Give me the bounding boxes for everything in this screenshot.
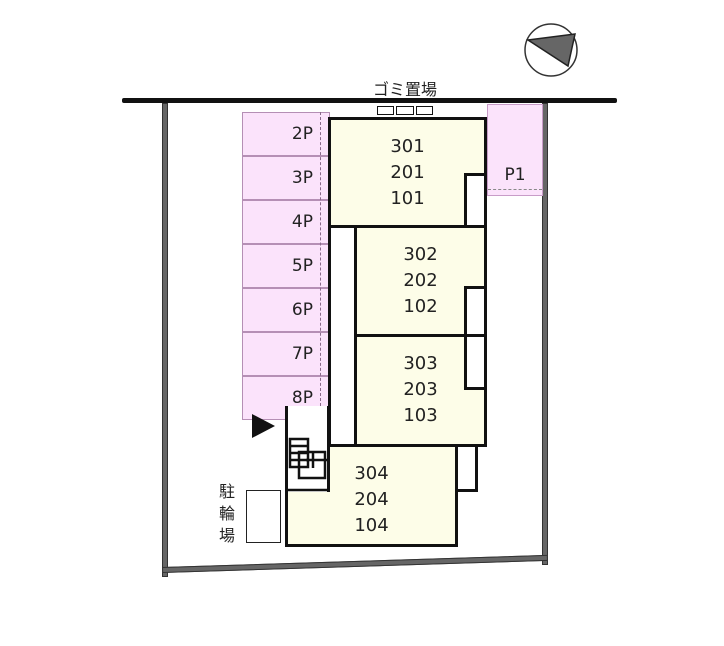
unit-303: 303 <box>403 353 438 374</box>
parking-space-2p: 2P <box>242 112 330 156</box>
unit-204: 204 <box>354 489 389 510</box>
unit-102: 102 <box>403 296 438 317</box>
unit-201: 201 <box>390 162 425 183</box>
building-unit-stack-3: 303 203 103 <box>354 334 487 447</box>
unit-301: 301 <box>390 136 425 157</box>
parking-dashed-line <box>320 112 321 406</box>
road-line <box>122 98 617 103</box>
staircase-icon <box>288 437 330 492</box>
unit-103: 103 <box>403 405 438 426</box>
boundary-wall-left <box>162 103 168 577</box>
building-unit-stack-1: 301 201 101 <box>328 117 487 228</box>
parking-area: 2P 3P 4P 5P 6P 7P 8P <box>242 112 330 420</box>
boundary-wall-bottom <box>162 554 548 573</box>
balcony <box>464 334 487 390</box>
building-unit-stack-2: 302 202 102 <box>354 225 487 339</box>
bicycle-parking-area <box>246 490 281 543</box>
parking-space-p1: P1 <box>487 104 543 196</box>
unit-101: 101 <box>390 188 425 209</box>
stairwell <box>285 406 330 492</box>
garbage-area-label: ゴミ置場 <box>372 80 437 99</box>
unit-304: 304 <box>354 463 389 484</box>
unit-302: 302 <box>403 244 438 265</box>
parking-space-5p: 5P <box>242 244 330 288</box>
north-arrow-icon <box>524 23 578 77</box>
bicycle-parking-label: 駐輪場 <box>218 482 235 545</box>
parking-p1-label: P1 <box>504 165 526 185</box>
parking-space-6p: 6P <box>242 288 330 332</box>
unit-202: 202 <box>403 270 438 291</box>
entrance-arrow-icon <box>252 414 275 438</box>
unit-104: 104 <box>354 515 389 536</box>
parking-space-7p: 7P <box>242 332 330 376</box>
boundary-wall-right <box>542 103 548 565</box>
balcony <box>464 286 487 339</box>
unit-203: 203 <box>403 379 438 400</box>
garbage-bins <box>377 106 433 115</box>
parking-space-4p: 4P <box>242 200 330 244</box>
balcony <box>464 173 487 228</box>
parking-space-3p: 3P <box>242 156 330 200</box>
